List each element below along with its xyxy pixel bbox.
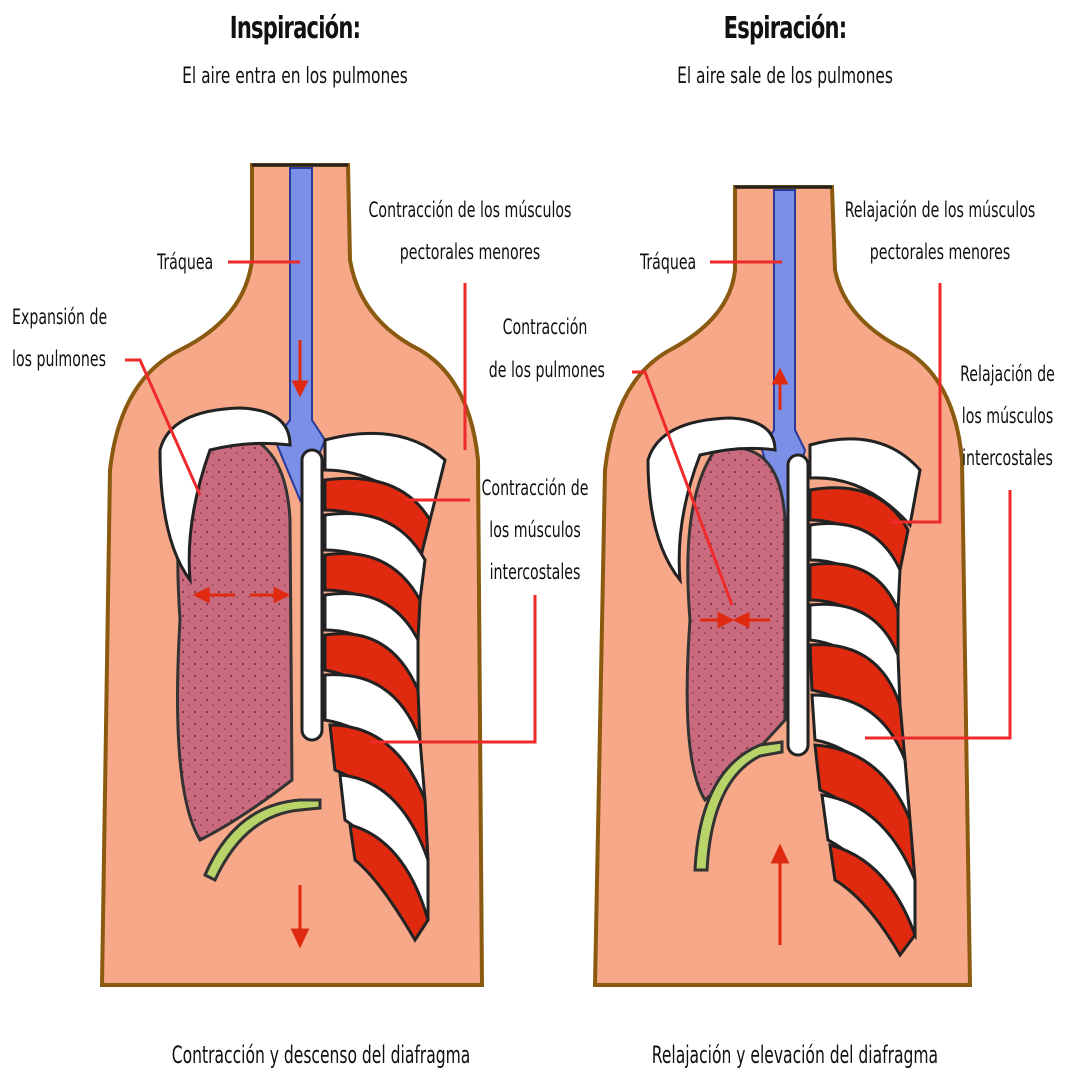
inspiration-intercostal-label-line1: Contracción de (475, 476, 595, 500)
expiration-caption: Relajación y elevación del diafragma (652, 1043, 918, 1067)
expiration-intercostal-label-line1: Relajación de (957, 362, 1058, 386)
inspiration-lung-label-line1: Expansión de (12, 305, 107, 329)
inspiration-intercostal-label-line3: intercostales (475, 560, 595, 584)
expiration-intercostal-label-line2: los músculos (957, 404, 1058, 428)
inspiration-pectoral-label-line2: pectorales menores (358, 240, 583, 264)
expiration-torso (595, 187, 1010, 985)
inspiration-trachea-label: Tráquea (157, 250, 213, 274)
expiration-lung-label-line1: Contracción (489, 315, 602, 339)
inspiration-lung-label-line2: los pulmones (12, 347, 106, 371)
inspiration-intercostal-label-line2: los músculos (475, 518, 595, 542)
expiration-pectoral-label-line2: pectorales menores (839, 240, 1042, 264)
expiration-trachea-label: Tráquea (640, 250, 696, 274)
inspiration-torso (102, 165, 535, 985)
expiration-intercostal-label-line3: intercostales (957, 446, 1058, 470)
inspiration-caption: Contracción y descenso del diafragma (172, 1043, 438, 1067)
expiration-lung-label-line2: de los pulmones (489, 358, 602, 382)
inspiration-pectoral-label-line1: Contracción de los músculos (358, 198, 583, 222)
expiration-pectoral-label-line1: Relajación de los músculos (839, 198, 1042, 222)
